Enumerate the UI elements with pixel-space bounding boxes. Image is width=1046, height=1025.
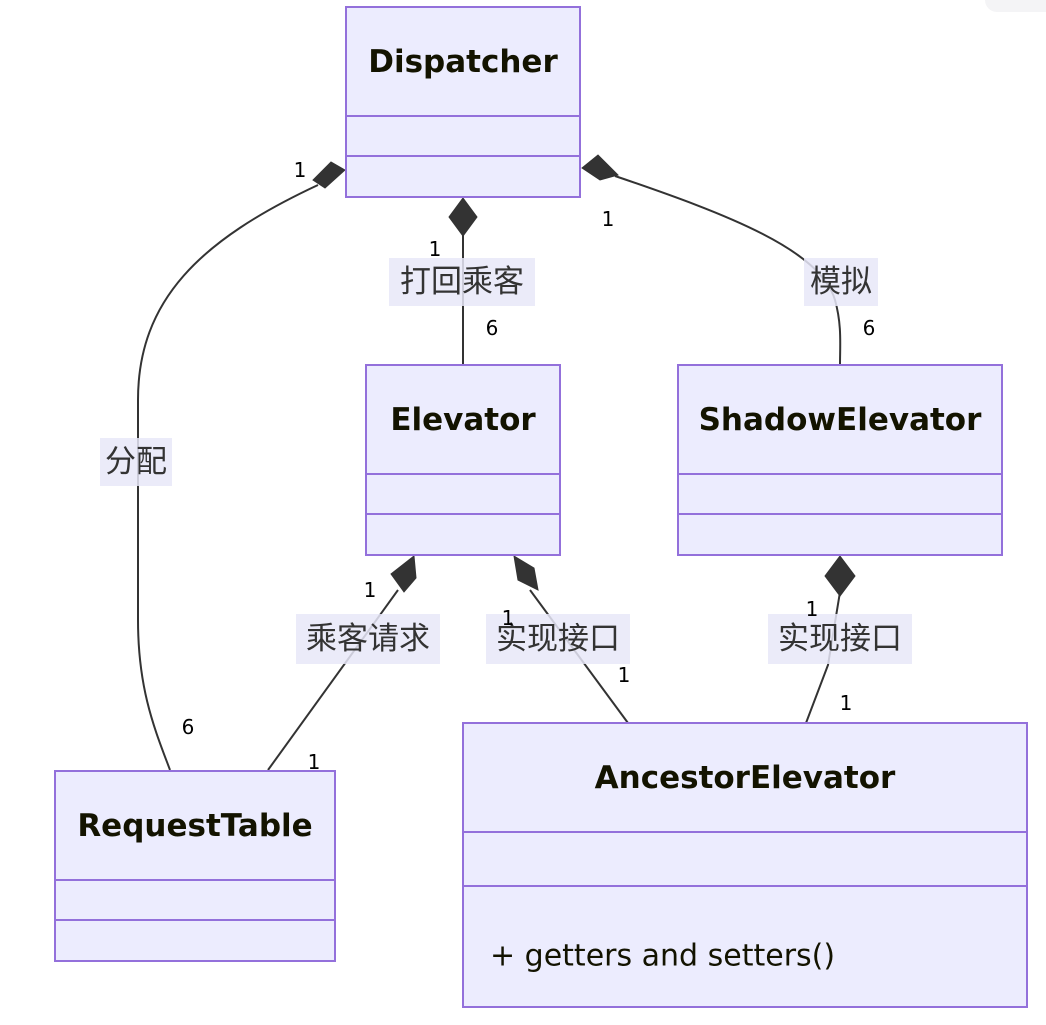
cardinality-from: 1 bbox=[602, 207, 615, 231]
window-corner bbox=[985, 0, 1046, 12]
class-method: + getters and setters() bbox=[490, 939, 835, 974]
composition-diamond bbox=[448, 197, 478, 237]
edge-label-implement-interface: 实现接口 bbox=[778, 621, 902, 657]
edge-label-return-passenger: 打回乘客 bbox=[400, 264, 524, 300]
class-dispatcher: Dispatcher bbox=[345, 6, 581, 198]
cardinality-from: 1 bbox=[364, 578, 377, 602]
relation-elevator-requesttable: 乘客请求 1 1 bbox=[267, 555, 440, 774]
edge-label-simulate: 模拟 bbox=[810, 264, 872, 300]
cardinality-to: 6 bbox=[182, 715, 195, 739]
edge-label-passenger-request: 乘客请求 bbox=[306, 621, 430, 657]
class-request-table: RequestTable bbox=[54, 770, 336, 962]
cardinality-from: 1 bbox=[429, 237, 442, 261]
class-name: Dispatcher bbox=[368, 44, 558, 80]
composition-diamond bbox=[581, 154, 619, 181]
composition-diamond bbox=[513, 555, 539, 591]
composition-diamond bbox=[312, 161, 346, 189]
cardinality-from: 1 bbox=[294, 158, 307, 182]
relation-dispatcher-requesttable: 分配 1 6 bbox=[100, 158, 346, 771]
class-elevator: Elevator bbox=[365, 364, 561, 556]
class-name: ShadowElevator bbox=[699, 402, 983, 438]
edge-label-allocate: 分配 bbox=[105, 444, 167, 480]
cardinality-to: 6 bbox=[863, 316, 876, 340]
composition-diamond bbox=[390, 555, 417, 593]
class-name: Elevator bbox=[390, 402, 536, 438]
cardinality-from: 1 bbox=[502, 606, 515, 630]
relation-elevator-ancestorelevator: 实现接口 1 1 bbox=[486, 555, 631, 724]
class-shadow-elevator: ShadowElevator bbox=[677, 364, 1003, 556]
class-name: AncestorElevator bbox=[595, 760, 896, 796]
composition-diamond bbox=[824, 555, 856, 597]
cardinality-to: 1 bbox=[308, 750, 321, 774]
relation-shadowelevator-ancestorelevator: 实现接口 1 1 bbox=[768, 555, 912, 724]
cardinality-to: 6 bbox=[486, 316, 499, 340]
edge-label-implement-interface: 实现接口 bbox=[496, 621, 620, 657]
cardinality-to: 1 bbox=[840, 691, 853, 715]
cardinality-to: 1 bbox=[618, 663, 631, 687]
relation-dispatcher-elevator: 打回乘客 1 6 bbox=[389, 197, 535, 365]
cardinality-from: 1 bbox=[806, 597, 819, 621]
class-ancestor-elevator: AncestorElevator + getters and setters() bbox=[462, 722, 1028, 1008]
class-name: RequestTable bbox=[77, 808, 312, 844]
relation-dispatcher-shadowelevator: 模拟 1 6 bbox=[581, 154, 878, 366]
